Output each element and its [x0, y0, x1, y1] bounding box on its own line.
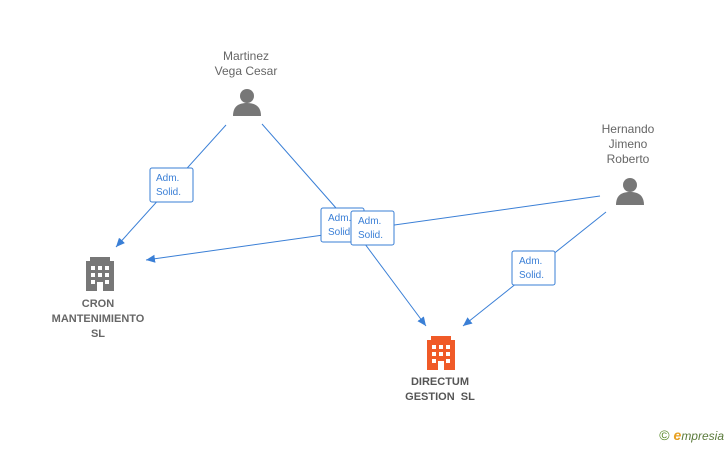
company-name-line: CRON [82, 298, 114, 310]
relation-label-line1: Adm. [156, 173, 179, 184]
relation-label-line2: Solid. [328, 227, 353, 238]
company-node-cron[interactable]: CRON MANTENIMIENTO SL [52, 257, 145, 340]
brand-logo: empresia [674, 427, 724, 443]
company-name-line: SL [91, 328, 105, 340]
company-node-directum[interactable]: DIRECTUM GESTION SL [405, 336, 475, 403]
relation-label-line1: Adm. [519, 256, 542, 267]
person-icon [616, 178, 644, 205]
relation-label-line1: Adm. [328, 213, 351, 224]
relation-label-martinez-cron[interactable]: Adm. Solid. [149, 167, 194, 203]
relation-label-line1: Adm. [358, 216, 381, 227]
relation-label-line2: Solid. [519, 270, 544, 281]
person-name-line: Martinez [223, 49, 269, 63]
relation-label-line2: Solid. [358, 230, 383, 241]
watermark: © empresia [659, 427, 724, 443]
person-node-martinez[interactable]: Martinez Vega Cesar [215, 49, 278, 116]
relation-label-hernando-cron[interactable]: Adm. Solid. [350, 210, 395, 246]
person-node-hernando[interactable]: Hernando Jimeno Roberto [602, 122, 655, 205]
relation-label-hernando-directum[interactable]: Adm. Solid. [511, 250, 556, 286]
person-icon [233, 89, 261, 116]
person-name-line: Vega Cesar [215, 64, 278, 78]
person-name-line: Jimeno [609, 137, 648, 151]
building-icon [86, 257, 114, 291]
company-name-line: MANTENIMIENTO [52, 313, 145, 325]
brand-initial: e [673, 427, 682, 443]
company-name-line: GESTION SL [405, 391, 475, 403]
person-name-line: Roberto [607, 152, 650, 166]
brand-text: mpresia [681, 429, 724, 443]
company-name-line: DIRECTUM [411, 376, 469, 388]
person-name-line: Hernando [602, 122, 655, 136]
copyright-symbol: © [659, 427, 670, 443]
building-icon [427, 336, 455, 370]
relation-label-line2: Solid. [156, 187, 181, 198]
